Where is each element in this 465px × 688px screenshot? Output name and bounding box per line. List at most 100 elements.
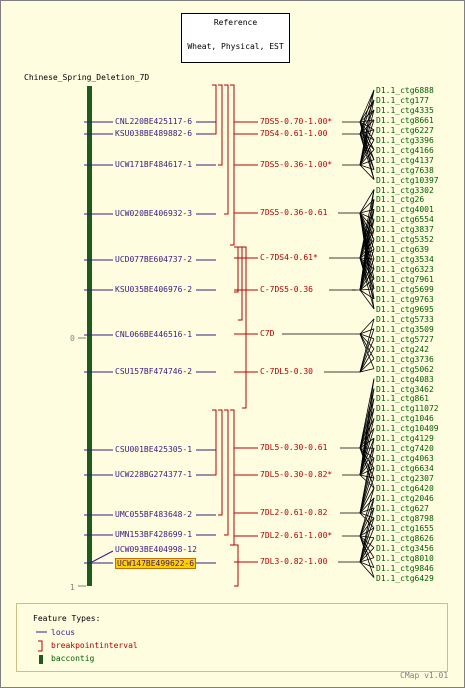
- contig-label[interactable]: D1.1_ctg2307: [376, 474, 434, 484]
- correspondence-line: [359, 278, 375, 291]
- breakpointinterval-bracket: [212, 84, 217, 135]
- contig-label[interactable]: D1.1_ctg6323: [376, 265, 434, 275]
- contig-label[interactable]: D1.1_ctg627: [376, 503, 429, 513]
- correspondence-line: [359, 517, 375, 563]
- locus-label[interactable]: CSU157BF474746-2: [115, 367, 193, 376]
- contig-label[interactable]: D1.1_ctg6420: [376, 484, 434, 493]
- locus-label[interactable]: KSU038BE489882-6: [115, 129, 193, 138]
- locus-label[interactable]: UMN153BF428699-1: [115, 530, 193, 539]
- breakpointinterval-label[interactable]: 7DS5-0.36-1.00*: [260, 160, 333, 169]
- contig-label[interactable]: D1.1_ctg9846: [376, 563, 434, 573]
- correspondence-line: [359, 368, 375, 373]
- locus-label[interactable]: UCW020BE406932-3: [115, 209, 193, 218]
- contig-label[interactable]: D1.1_ctg6634: [376, 464, 434, 474]
- contig-label[interactable]: D1.1_ctg9695: [376, 304, 434, 314]
- contig-label[interactable]: D1.1_ctg26: [376, 195, 425, 205]
- contig-label[interactable]: D1.1_ctg5062: [376, 364, 434, 374]
- correspondence-line: [359, 438, 375, 476]
- legend-item-breakpointinterval: breakpointinterval: [51, 641, 138, 650]
- reference-box[interactable]: Reference Wheat, Physical, EST: [181, 13, 290, 63]
- contig-label[interactable]: D1.1_ctg8010: [376, 553, 434, 563]
- contig-label[interactable]: D1.1_ctg6888: [376, 86, 434, 95]
- contig-label[interactable]: D1.1_ctg4137: [376, 155, 434, 165]
- correspondence-line: [359, 517, 375, 537]
- contig-label[interactable]: D1.1_ctg7961: [376, 275, 434, 285]
- contig-label[interactable]: D1.1_ctg3456: [376, 543, 434, 553]
- breakpointinterval-label[interactable]: C7D: [260, 329, 275, 338]
- contig-label[interactable]: D1.1_ctg7420: [376, 444, 434, 454]
- contig-label[interactable]: D1.1_ctg5727: [376, 334, 434, 344]
- contig-label[interactable]: D1.1_ctg11072: [376, 404, 439, 414]
- breakpointinterval-bracket: [230, 409, 235, 546]
- contig-label[interactable]: D1.1_ctg3462: [376, 384, 434, 394]
- correspondence-line: [359, 249, 375, 291]
- breakpointinterval-label[interactable]: 7DL2-0.61-0.82: [260, 508, 328, 517]
- contig-label[interactable]: D1.1_ctg1046: [376, 414, 434, 424]
- locus-label[interactable]: UCW093BE404998-12: [115, 545, 197, 554]
- contig-label[interactable]: D1.1_ctg4335: [376, 105, 434, 115]
- breakpointinterval-label[interactable]: C-7DS4-0.61*: [260, 253, 318, 262]
- contig-label[interactable]: D1.1_ctg4166: [376, 145, 434, 155]
- correspondence-line: [359, 139, 375, 166]
- locus-label[interactable]: KSU035BE406976-2: [115, 285, 193, 294]
- contig-label[interactable]: D1.1_ctg6554: [376, 215, 434, 225]
- correspondence-line: [359, 257, 375, 290]
- highlighted-locus[interactable]: UCW147BE499622-6: [115, 558, 197, 569]
- contig-label[interactable]: D1.1_ctg6227: [376, 125, 434, 135]
- correspondence-line: [359, 487, 375, 514]
- correspondence-line: [359, 497, 375, 537]
- contig-label[interactable]: D1.1_ctg2046: [376, 493, 434, 503]
- contig-label[interactable]: D1.1_ctg9763: [376, 294, 434, 304]
- locus-label[interactable]: CSU001BE425305-1: [115, 445, 193, 454]
- contig-label[interactable]: D1.1_ctg3736: [376, 354, 434, 364]
- contig-label[interactable]: D1.1_ctg8626: [376, 533, 434, 543]
- locus-label[interactable]: UCW228BG274377-1: [115, 470, 193, 479]
- contig-label[interactable]: D1.1_ctg3534: [376, 255, 434, 265]
- contig-label[interactable]: D1.1_ctg5352: [376, 235, 434, 245]
- contig-label[interactable]: D1.1_ctg1655: [376, 523, 434, 533]
- contig-label[interactable]: D1.1_ctg5733: [376, 314, 434, 324]
- contig-label[interactable]: D1.1_ctg4129: [376, 434, 434, 444]
- contig-label[interactable]: D1.1_ctg10397: [376, 175, 439, 185]
- contig-label[interactable]: D1.1_ctg3302: [376, 185, 434, 195]
- breakpointinterval-bracket: [224, 409, 229, 536]
- correspondence-line: [359, 561, 375, 578]
- locus-label[interactable]: UMC055BF483648-2: [115, 510, 193, 519]
- breakpointinterval-label[interactable]: 7DL5-0.30-0.82*: [260, 470, 333, 479]
- breakpointinterval-label[interactable]: C-7DS5-0.36: [260, 285, 313, 294]
- breakpointinterval-bracket: [230, 84, 235, 246]
- breakpointinterval-bracket: [218, 84, 223, 166]
- contig-label[interactable]: D1.1_ctg3509: [376, 324, 434, 334]
- contig-label[interactable]: D1.1_ctg8661: [376, 115, 434, 125]
- contig-label[interactable]: D1.1_ctg4083: [376, 374, 434, 384]
- contig-label[interactable]: D1.1_ctg639: [376, 245, 429, 255]
- contig-label[interactable]: D1.1_ctg10409: [376, 424, 439, 434]
- contig-label[interactable]: D1.1_ctg4063: [376, 454, 434, 464]
- contig-label[interactable]: D1.1_ctg242: [376, 344, 429, 354]
- breakpointinterval-label[interactable]: 7DL2-0.61-1.00*: [260, 531, 333, 540]
- breakpointinterval-bracket: [242, 246, 247, 409]
- contig-label[interactable]: D1.1_ctg7638: [376, 165, 434, 175]
- breakpointinterval-label[interactable]: C-7DL5-0.30: [260, 367, 313, 376]
- breakpointinterval-label[interactable]: 7DS5-0.36-0.61: [260, 208, 328, 217]
- contig-label[interactable]: D1.1_ctg6429: [376, 573, 434, 583]
- contig-label[interactable]: D1.1_ctg8798: [376, 513, 434, 523]
- locus-label[interactable]: CNL066BE446516-1: [115, 330, 193, 339]
- correspondence-line: [359, 89, 375, 123]
- contig-label[interactable]: D1.1_ctg3837: [376, 225, 434, 235]
- locus-label[interactable]: CNL220BE425117-6: [115, 117, 193, 126]
- breakpointinterval-label[interactable]: 7DS5-0.70-1.00*: [260, 117, 333, 126]
- map-title[interactable]: Chinese_Spring_Deletion_7D: [24, 73, 150, 82]
- locus-label[interactable]: UCW171BF484617-1: [115, 160, 193, 169]
- contig-label[interactable]: D1.1_ctg3396: [376, 135, 434, 145]
- contig-label[interactable]: D1.1_ctg5699: [376, 285, 434, 294]
- contig-label[interactable]: D1.1_ctg177: [376, 95, 429, 105]
- breakpointinterval-label[interactable]: 7DL3-0.82-1.00: [260, 557, 328, 566]
- locus-label[interactable]: UCD077BE604737-2: [115, 255, 193, 264]
- breakpointinterval-label[interactable]: 7DS4-0.61-1.00: [260, 129, 328, 138]
- breakpointinterval-label[interactable]: 7DL5-0.30-0.61: [260, 443, 328, 452]
- correspondence-line: [359, 447, 375, 469]
- contig-label[interactable]: D1.1_ctg861: [376, 394, 429, 404]
- contig-label[interactable]: D1.1_ctg4001: [376, 205, 434, 215]
- correspondence-line: [359, 447, 375, 489]
